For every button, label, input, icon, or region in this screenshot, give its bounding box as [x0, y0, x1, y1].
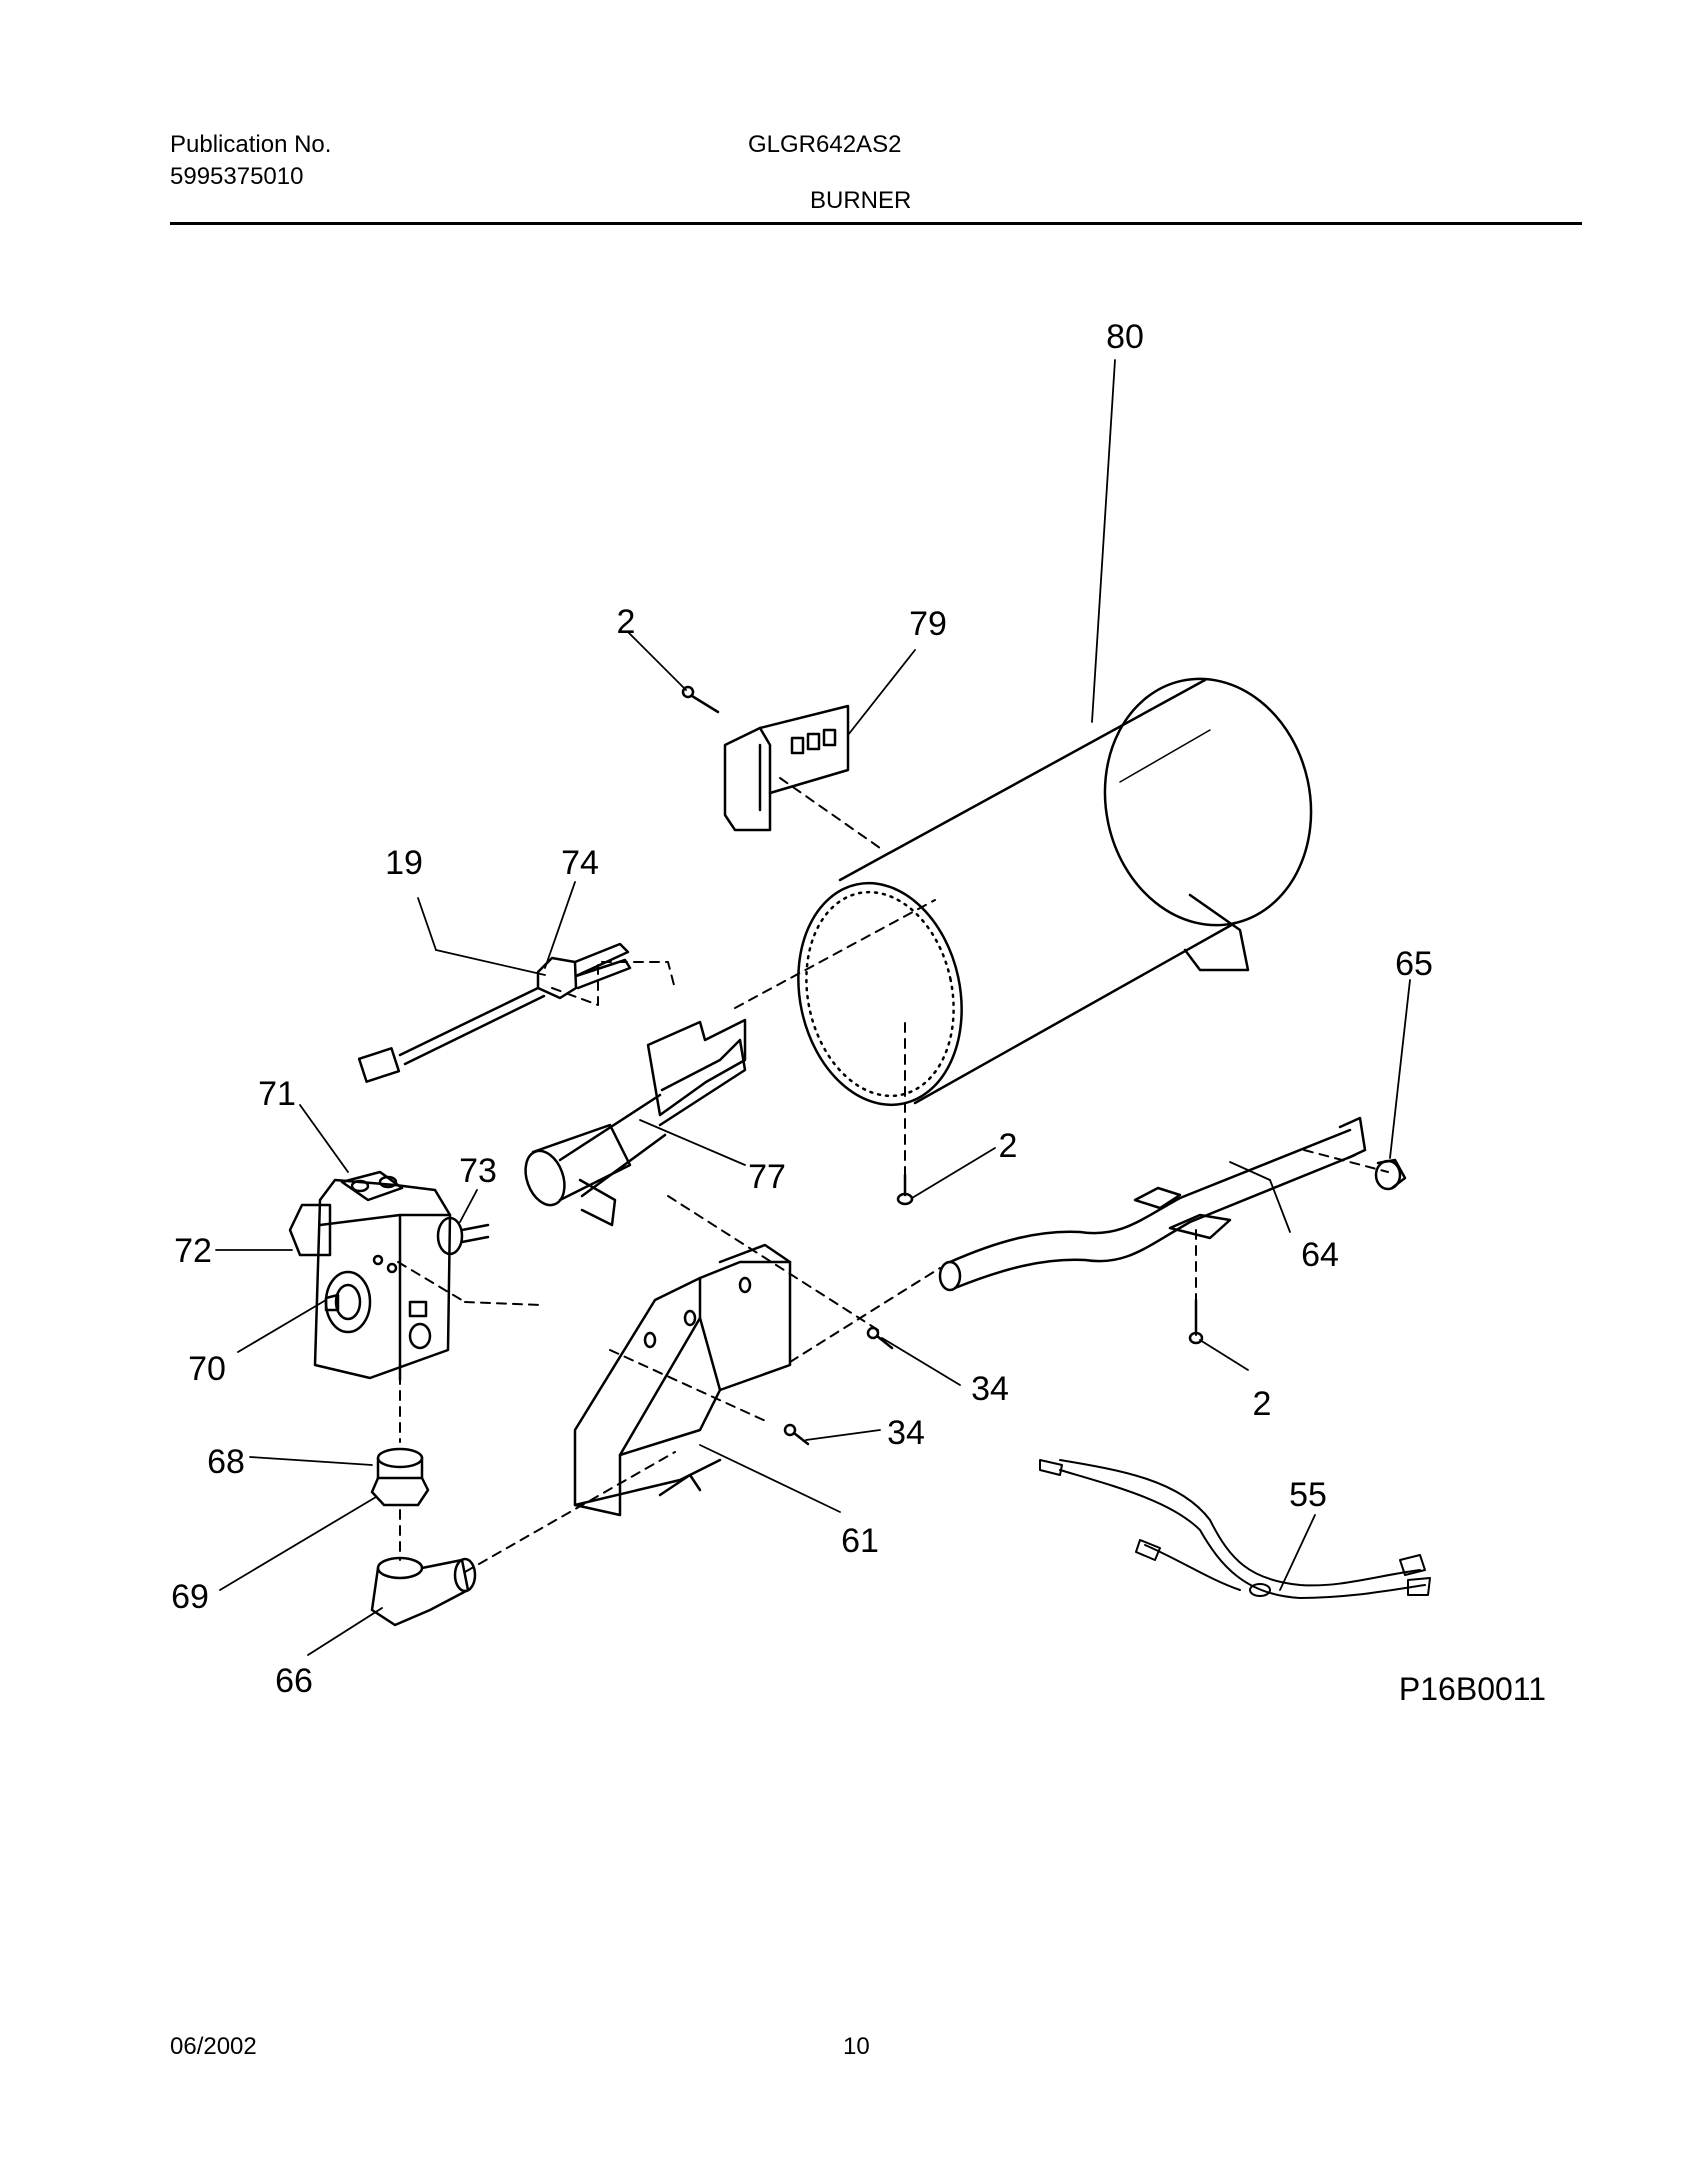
part-74-igniter: [357, 942, 632, 1083]
callout-80: 80: [1106, 318, 1144, 356]
callout-72: 72: [174, 1232, 212, 1270]
part-69-nut: [370, 1476, 430, 1507]
part-34-screws: [783, 1326, 894, 1446]
callout-77: 77: [748, 1158, 786, 1196]
footer-page-number: 10: [843, 2033, 870, 2060]
publication-number: 5995375010: [170, 163, 304, 190]
callout-71: 71: [258, 1075, 296, 1113]
section-title: BURNER: [810, 187, 912, 214]
part-68-fitting: [376, 1447, 424, 1480]
part-2-screw-drum: [896, 1173, 914, 1206]
part-80-burner-drum: [797, 677, 1313, 1107]
callout-69: 69: [171, 1578, 209, 1616]
callout-34-lower: 34: [887, 1414, 925, 1452]
callout-2-screw-drum: 2: [999, 1127, 1018, 1165]
leader-lines: [215, 359, 1411, 1656]
publication-label: Publication No.: [170, 131, 332, 158]
callout-61: 61: [841, 1522, 879, 1560]
footer-date: 06/2002: [170, 2033, 257, 2060]
part-79-bracket: [723, 704, 850, 832]
part-70-gas-valve: [288, 1170, 490, 1382]
part-65-cap: [1374, 1158, 1407, 1191]
part-55-wire-harness: [1039, 1459, 1431, 1599]
callout-2-screw-pipe: 2: [1253, 1385, 1272, 1423]
callout-66: 66: [275, 1662, 313, 1700]
callout-68: 68: [207, 1443, 245, 1481]
part-2-screw-top: [681, 685, 720, 714]
callout-70: 70: [188, 1350, 226, 1388]
callout-55: 55: [1289, 1476, 1327, 1514]
part-64-manifold-pipe: [938, 1116, 1367, 1292]
callout-2-screw-top: 2: [617, 603, 636, 641]
callout-79: 79: [909, 605, 947, 643]
part-2-screw-pipe: [1188, 1298, 1204, 1345]
callout-34-upper: 34: [971, 1370, 1009, 1408]
callout-19: 19: [385, 844, 423, 882]
part-77-burner-tube: [524, 1018, 747, 1227]
callout-74: 74: [561, 844, 599, 882]
model-number: GLGR642AS2: [748, 131, 902, 158]
part-61-bracket: [573, 1243, 792, 1517]
figure-code: P16B0011: [1399, 1671, 1546, 1707]
part-66-elbow: [370, 1556, 477, 1627]
callout-64: 64: [1301, 1236, 1339, 1274]
callout-65: 65: [1395, 945, 1433, 983]
callout-73: 73: [459, 1152, 497, 1190]
assembly-dashed-lines: [397, 777, 1389, 1573]
header-rule: [170, 222, 1582, 225]
